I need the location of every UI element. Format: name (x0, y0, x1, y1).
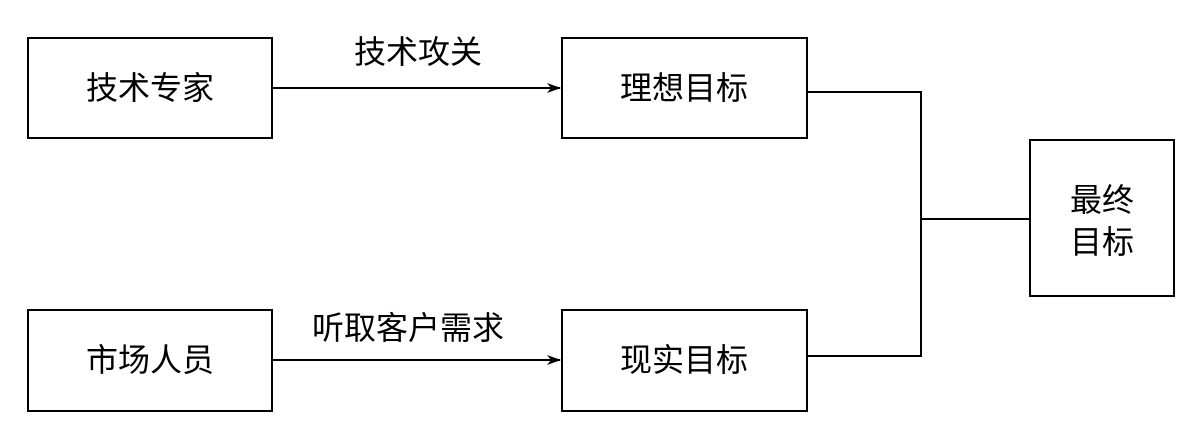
tech-experts-box: 技术专家 (27, 37, 273, 139)
market-staff-box: 市场人员 (27, 309, 273, 412)
real-goal-box: 现实目标 (561, 309, 808, 412)
edge-label-market-to-real: 听取客户需求 (312, 309, 504, 347)
edge-label-tech-to-ideal: 技术攻关 (354, 33, 482, 71)
market-staff-label: 市场人员 (86, 341, 214, 379)
ideal-goal-box: 理想目标 (561, 37, 808, 139)
final-goal-box: 最终 目标 (1029, 139, 1175, 297)
real-goal-label: 现实目标 (620, 341, 748, 379)
final-goal-label-line2: 目标 (1070, 223, 1134, 261)
ideal-goal-label: 理想目标 (620, 69, 748, 107)
tech-experts-label: 技术专家 (86, 69, 214, 107)
final-goal-label-line1: 最终 (1070, 181, 1134, 219)
